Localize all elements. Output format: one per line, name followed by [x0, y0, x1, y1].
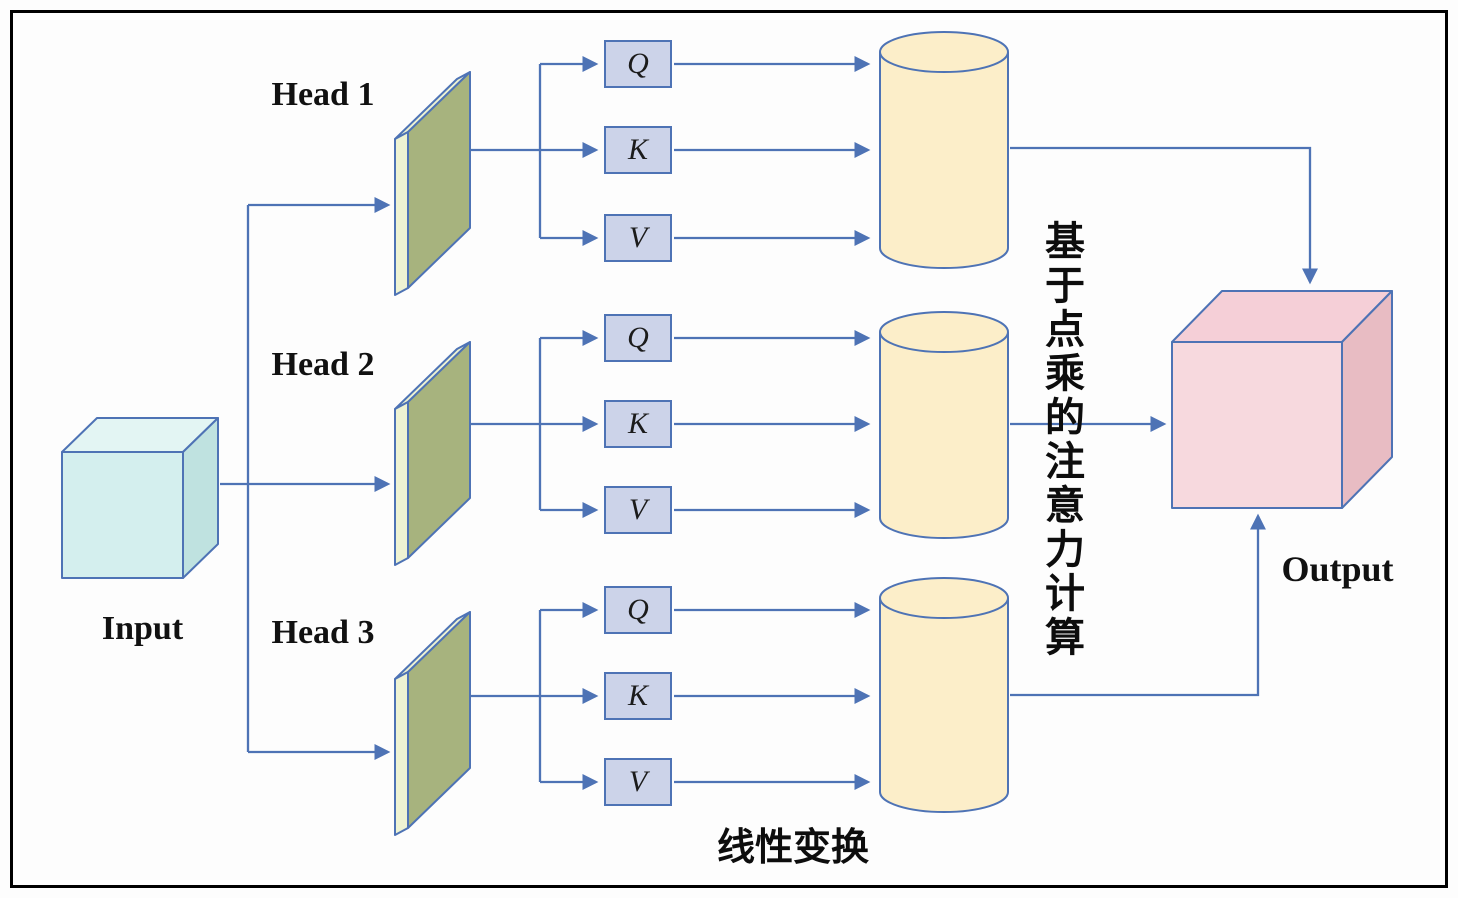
head-1-v-box: V — [604, 214, 672, 262]
output-label: Output — [1281, 549, 1394, 589]
head-3-qkv-arrows — [468, 601, 599, 791]
head-1-panel — [394, 71, 471, 296]
cylinder-3 — [879, 577, 1009, 813]
cylinder-1 — [879, 31, 1009, 269]
input-fan-arrows — [220, 196, 391, 761]
head-1-k-box: K — [604, 126, 672, 174]
head-1-label: Head 1 — [271, 76, 375, 113]
qkv-to-cylinder-arrows — [674, 55, 871, 791]
head-3-label: Head 3 — [271, 614, 375, 651]
head-2-qkv-arrows — [468, 329, 599, 519]
head-1-qkv-arrows — [468, 55, 599, 247]
head-2-q-box: Q — [604, 314, 672, 362]
head-2-k-box: K — [604, 400, 672, 448]
head-2-label: Head 2 — [271, 346, 375, 383]
head-3-q-box: Q — [604, 586, 672, 634]
head-3-panel — [394, 611, 471, 836]
output-cube — [1171, 290, 1393, 509]
head-1-q-box: Q — [604, 40, 672, 88]
head-2-v-box: V — [604, 486, 672, 534]
attention-annotation: 基于点乘的注意力计算 — [1039, 220, 1084, 660]
head-3-v-box: V — [604, 758, 672, 806]
head-3-k-box: K — [604, 672, 672, 720]
cylinder-output-arrows — [1010, 146, 1319, 697]
input-cube — [61, 417, 219, 579]
linear-transform-annotation: 线性变换 — [716, 827, 869, 869]
input-label: Input — [101, 610, 184, 647]
head-2-panel — [394, 341, 471, 566]
cylinder-2 — [879, 311, 1009, 539]
